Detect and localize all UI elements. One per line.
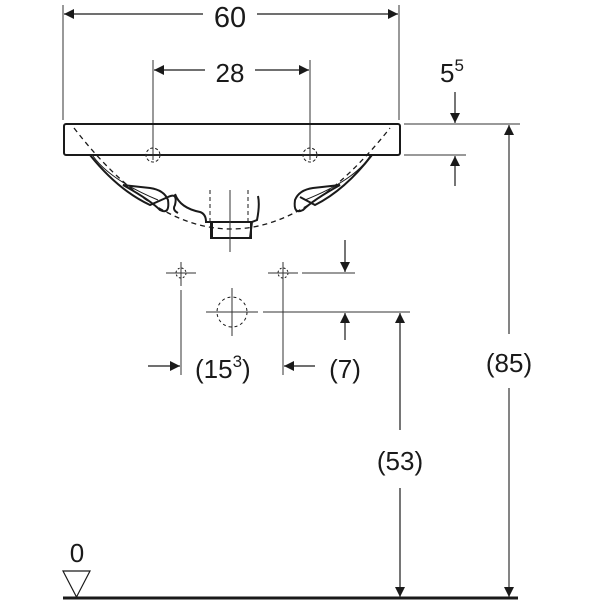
width-label: 60 xyxy=(214,2,246,34)
width-dimension: 60 xyxy=(62,2,400,120)
waste-height-dimension: (53) xyxy=(377,313,423,597)
floor-level-label: 0 xyxy=(70,538,84,568)
tap-spacing-label: 28 xyxy=(216,58,245,88)
rim-thickness-label: 55 xyxy=(440,56,464,88)
basin-outline xyxy=(63,123,401,252)
level-triangle-icon xyxy=(62,570,91,599)
tap-spacing-dimension: 28 xyxy=(152,58,311,160)
floor-level: 0 xyxy=(62,538,518,600)
rim-thickness-dimension: 55 xyxy=(404,56,520,186)
waste-offset-label: (7) xyxy=(329,354,361,384)
rim-height-label: (85) xyxy=(486,348,532,378)
waste-spacing-dimension: (153) xyxy=(148,352,315,384)
waste-height-label: (53) xyxy=(377,446,423,476)
waste-offset-dimension: (7) xyxy=(263,240,410,384)
waste-centres xyxy=(166,262,298,375)
waste-spacing-label: (153) xyxy=(195,352,251,384)
rim-height-dimension: (85) xyxy=(486,125,532,597)
